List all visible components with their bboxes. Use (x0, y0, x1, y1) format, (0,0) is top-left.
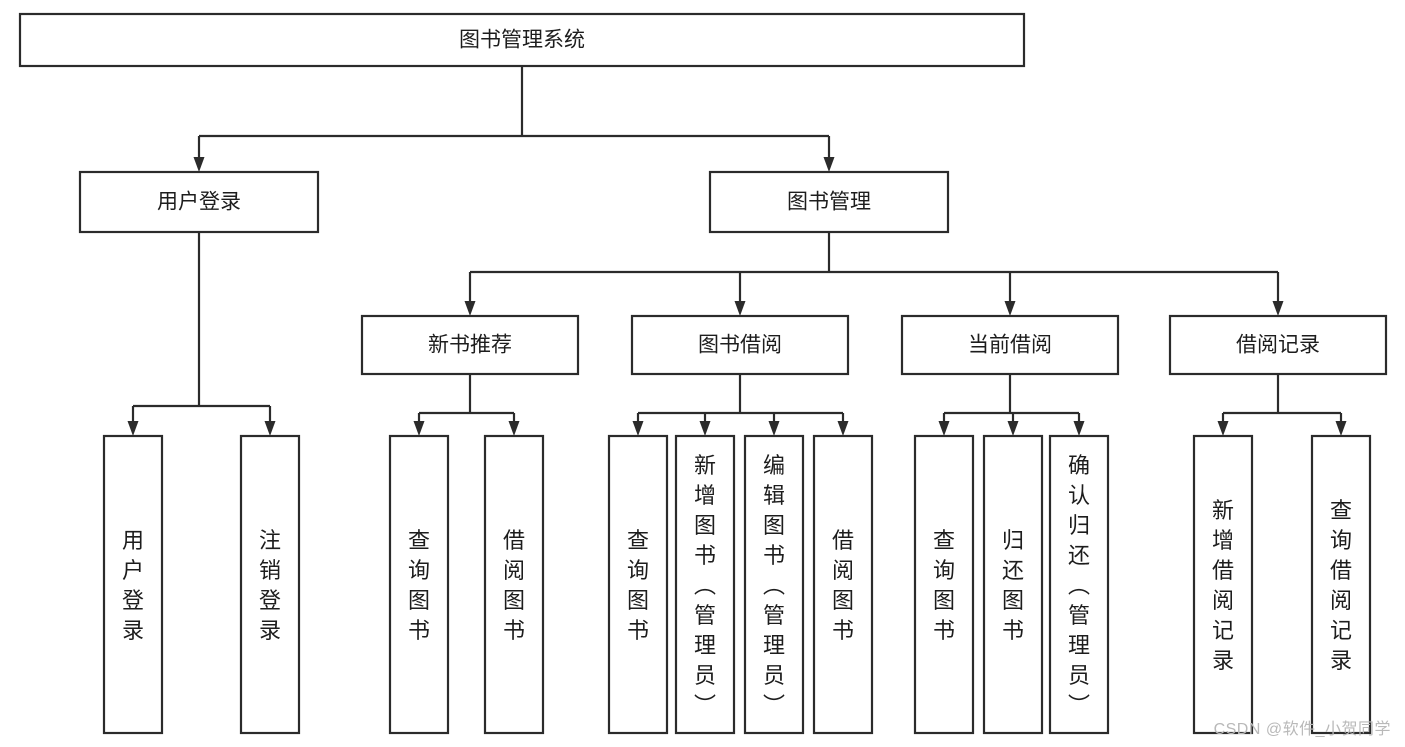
node-box-leaf-edit-book[interactable] (743, 434, 805, 735)
node-leaf-borrow-book-1[interactable]: 借阅图书 (483, 434, 545, 735)
arrow-head-book-manage (823, 157, 835, 172)
node-box-borrow-record[interactable] (1168, 314, 1388, 376)
node-label-leaf-confirm-return: 确认归还︵管理员︶ (1068, 453, 1090, 718)
node-leaf-query-record[interactable]: 查询借阅记录 (1310, 434, 1372, 735)
arrow-head-leaf-query-book-1 (413, 421, 425, 436)
arrow-head-new-book-rec (464, 301, 476, 316)
node-box-book-manage[interactable] (708, 170, 950, 234)
connector-layer (127, 66, 1347, 436)
node-box-leaf-add-book[interactable] (674, 434, 736, 735)
edges-from-book-manage (464, 232, 1284, 316)
csdn-watermark: CSDN @软件_小贺同学 (1213, 721, 1391, 738)
node-box-leaf-borrow-book-1[interactable] (483, 434, 545, 735)
arrow-head-leaf-query-book-2 (632, 421, 644, 436)
node-label-book-borrow: 图书借阅 (698, 334, 782, 357)
node-label-user-login: 用户登录 (157, 191, 241, 214)
node-leaf-borrow-book-2[interactable]: 借阅图书 (812, 434, 874, 735)
node-label-leaf-query-book-1: 查询图书 (408, 528, 430, 643)
node-label-new-book-rec: 新书推荐 (428, 334, 512, 357)
node-box-leaf-return-book[interactable] (982, 434, 1044, 735)
node-box-leaf-query-book-3[interactable] (913, 434, 975, 735)
node-label-leaf-edit-book: 编辑图书︵管理员︶ (763, 453, 785, 718)
node-book-manage[interactable]: 图书管理 (708, 170, 950, 234)
node-leaf-return-book[interactable]: 归还图书 (982, 434, 1044, 735)
arrow-head-leaf-borrow-book-2 (837, 421, 849, 436)
arrow-head-leaf-query-book-3 (938, 421, 950, 436)
edges-from-root (193, 66, 835, 172)
arrow-head-leaf-add-record (1217, 421, 1229, 436)
arrow-head-borrow-record (1272, 301, 1284, 316)
node-label-leaf-query-book-3: 查询图书 (933, 528, 955, 643)
node-leaf-add-record[interactable]: 新增借阅记录 (1192, 434, 1254, 735)
node-box-user-login[interactable] (78, 170, 320, 234)
node-current-borrow[interactable]: 当前借阅 (900, 314, 1120, 376)
node-box-leaf-query-book-2[interactable] (607, 434, 669, 735)
arrow-head-leaf-edit-book (768, 421, 780, 436)
node-box-new-book-rec[interactable] (360, 314, 580, 376)
edges-from-book-borrow (632, 374, 849, 436)
node-label-leaf-return-book: 归还图书 (1002, 528, 1024, 643)
arrow-head-current-borrow (1004, 301, 1016, 316)
node-leaf-user-login[interactable]: 用户登录 (102, 434, 164, 735)
node-book-borrow[interactable]: 图书借阅 (630, 314, 850, 376)
node-box-leaf-query-book-1[interactable] (388, 434, 450, 735)
arrow-head-book-borrow (734, 301, 746, 316)
node-label-leaf-query-book-2: 查询图书 (627, 528, 649, 643)
edges-from-current-borrow (938, 374, 1085, 436)
node-borrow-record[interactable]: 借阅记录 (1168, 314, 1388, 376)
node-box-current-borrow[interactable] (900, 314, 1120, 376)
node-leaf-query-book-3[interactable]: 查询图书 (913, 434, 975, 735)
arrow-head-leaf-borrow-book-1 (508, 421, 520, 436)
node-label-leaf-add-book: 新增图书︵管理员︶ (694, 453, 716, 718)
node-leaf-query-book-2[interactable]: 查询图书 (607, 434, 669, 735)
node-leaf-edit-book[interactable]: 编辑图书︵管理员︶ (743, 434, 805, 735)
node-box-leaf-borrow-book-2[interactable] (812, 434, 874, 735)
node-leaf-query-book-1[interactable]: 查询图书 (388, 434, 450, 735)
node-leaf-add-book[interactable]: 新增图书︵管理员︶ (674, 434, 736, 735)
node-box-leaf-add-record[interactable] (1192, 434, 1254, 735)
edges-from-user-login (127, 232, 276, 436)
node-label-book-manage: 图书管理 (787, 191, 871, 214)
node-box-leaf-user-login[interactable] (102, 434, 164, 735)
arrow-head-leaf-user-login (127, 421, 139, 436)
node-label-root: 图书管理系统 (459, 29, 585, 52)
node-label-leaf-borrow-book-1: 借阅图书 (503, 528, 525, 643)
node-label-leaf-logout: 注销登录 (259, 528, 281, 643)
node-root[interactable]: 图书管理系统 (18, 12, 1026, 68)
edges-from-borrow-record (1217, 374, 1347, 436)
node-leaf-confirm-return[interactable]: 确认归还︵管理员︶ (1048, 434, 1110, 735)
node-leaf-logout[interactable]: 注销登录 (239, 434, 301, 735)
node-box-leaf-confirm-return[interactable] (1048, 434, 1110, 735)
arrow-head-leaf-query-record (1335, 421, 1347, 436)
arrow-head-leaf-logout (264, 421, 276, 436)
node-box-root[interactable] (18, 12, 1026, 68)
node-label-leaf-query-record: 查询借阅记录 (1330, 498, 1352, 673)
node-box-leaf-query-record[interactable] (1310, 434, 1372, 735)
node-new-book-rec[interactable]: 新书推荐 (360, 314, 580, 376)
node-box-book-borrow[interactable] (630, 314, 850, 376)
node-label-borrow-record: 借阅记录 (1236, 334, 1320, 357)
arrow-head-leaf-confirm-return (1073, 421, 1085, 436)
node-layer: 图书管理系统用户登录图书管理新书推荐图书借阅当前借阅借阅记录用户登录注销登录查询… (18, 12, 1388, 735)
arrow-head-leaf-return-book (1007, 421, 1019, 436)
arrow-head-user-login (193, 157, 205, 172)
node-label-current-borrow: 当前借阅 (968, 334, 1052, 357)
edges-from-new-book-rec (413, 374, 520, 436)
node-label-leaf-borrow-book-2: 借阅图书 (832, 528, 854, 643)
node-box-leaf-logout[interactable] (239, 434, 301, 735)
arrow-head-leaf-add-book (699, 421, 711, 436)
node-label-leaf-add-record: 新增借阅记录 (1212, 498, 1234, 673)
node-user-login[interactable]: 用户登录 (78, 170, 320, 234)
node-label-leaf-user-login: 用户登录 (122, 528, 144, 643)
